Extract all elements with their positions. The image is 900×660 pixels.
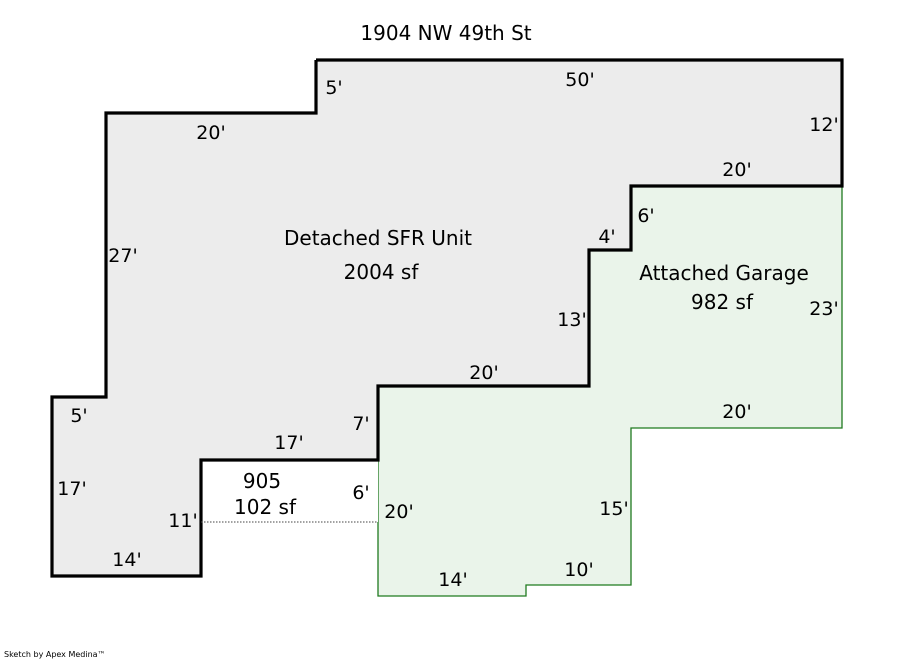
dim-left-27: 27'	[108, 245, 137, 267]
house-area-name: Detached SFR Unit	[284, 226, 472, 250]
dim-bottom-14: 14'	[112, 549, 141, 571]
dim-mid-17: 17'	[274, 432, 303, 454]
dim-mid-13: 13'	[557, 309, 586, 331]
dim-garage-bottom-14: 14'	[438, 569, 467, 591]
sketch-credit: Sketch by Apex Medina™	[4, 650, 106, 659]
dim-left-17: 17'	[57, 478, 86, 500]
dim-inner-6: 6'	[352, 482, 369, 504]
garage-area-size: 982 sf	[691, 290, 754, 314]
detached-sfr-unit-area	[52, 60, 842, 576]
dim-step-5: 5'	[325, 77, 342, 99]
dim-inner-11: 11'	[168, 510, 197, 532]
dim-left-lower-5: 5'	[70, 405, 87, 427]
unit-905-name: 905	[243, 469, 281, 493]
dim-garage-right-20: 20'	[722, 401, 751, 423]
dim-right-23: 23'	[809, 298, 838, 320]
dim-notch-4: 4'	[598, 226, 615, 248]
house-area-size: 2004 sf	[344, 260, 420, 284]
address-title: 1904 NW 49th St	[360, 21, 531, 45]
garage-area-name: Attached Garage	[639, 261, 809, 285]
unit-905-size: 102 sf	[234, 495, 297, 519]
dim-mid-7: 7'	[352, 413, 369, 435]
dim-garage-top-20: 20'	[722, 159, 751, 181]
dim-right-12: 12'	[809, 114, 838, 136]
dim-top-50: 50'	[565, 69, 594, 91]
dim-top-left-20: 20'	[196, 122, 225, 144]
dim-garage-bottom-10: 10'	[564, 559, 593, 581]
dim-garage-15: 15'	[599, 498, 628, 520]
dim-garage-left-20: 20'	[384, 501, 413, 523]
dim-mid-20: 20'	[469, 362, 498, 384]
unit-905-area	[201, 460, 378, 522]
dim-notch-6: 6'	[637, 205, 654, 227]
house-outline	[50, 58, 844, 578]
